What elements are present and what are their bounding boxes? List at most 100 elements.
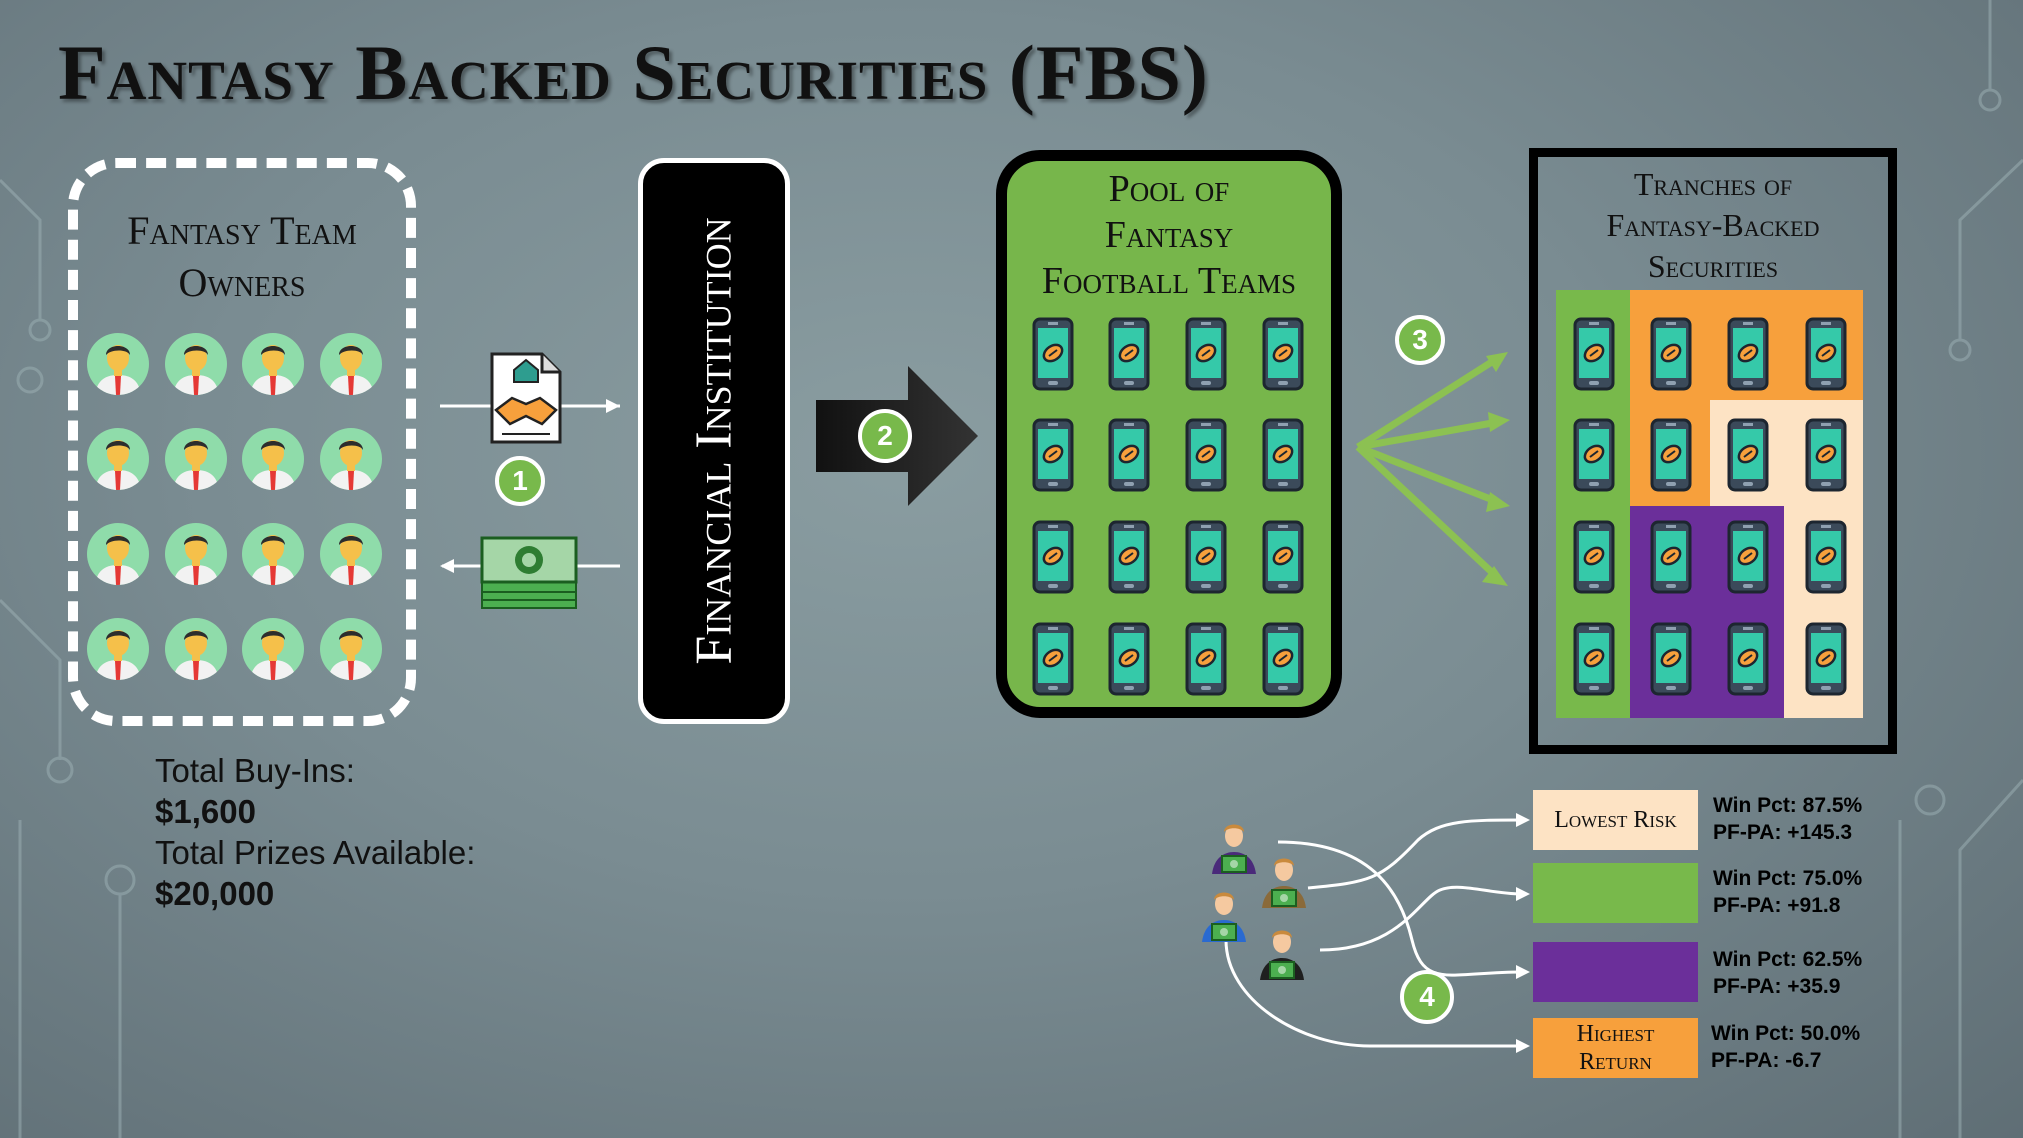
- team-phone-icon: [1727, 622, 1769, 696]
- owner-avatar-icon: [87, 523, 149, 585]
- team-phone-icon: [1573, 622, 1615, 696]
- owner-avatar-icon: [242, 428, 304, 490]
- team-phone-icon: [1805, 418, 1847, 492]
- owner-avatar-icon: [165, 523, 227, 585]
- team-phone-icon: [1185, 622, 1227, 696]
- team-phone-icon: [1805, 622, 1847, 696]
- investor-icon: [1258, 852, 1310, 913]
- owners-group-box: [68, 158, 416, 726]
- team-phone-icon: [1185, 520, 1227, 594]
- team-phone-icon: [1727, 317, 1769, 391]
- total-buyins-value: $1,600: [155, 793, 256, 830]
- step-3-arrows: [1355, 352, 1510, 586]
- financial-institution-label: Financial Institution: [685, 217, 743, 665]
- team-phone-icon: [1573, 418, 1615, 492]
- team-phone-icon: [1805, 317, 1847, 391]
- team-phone-icon: [1727, 520, 1769, 594]
- investor-icon: [1198, 886, 1250, 947]
- investor-flow-lines: [1224, 813, 1530, 1053]
- totals-block: Total Buy-Ins: $1,600 Total Prizes Avail…: [155, 750, 475, 914]
- tranche-stats-2: Win Pct: 75.0% PF-PA: +91.8: [1713, 865, 1862, 919]
- owner-avatar-icon: [320, 618, 382, 680]
- owner-avatar-icon: [242, 523, 304, 585]
- pool-title: Pool of Fantasy Football Teams: [996, 166, 1342, 304]
- owners-title-line1: Fantasy Team: [127, 208, 357, 253]
- team-phone-icon: [1032, 418, 1074, 492]
- owner-avatar-icon: [87, 618, 149, 680]
- team-phone-icon: [1108, 622, 1150, 696]
- tranche-stats-4: Win Pct: 50.0% PF-PA: -6.7: [1711, 1020, 1860, 1074]
- cash-stack-icon: [480, 536, 578, 609]
- team-phone-icon: [1262, 622, 1304, 696]
- tranche-swatch-mezzanine-b: [1533, 942, 1698, 1002]
- team-phone-icon: [1805, 520, 1847, 594]
- investor-icon: [1256, 924, 1308, 985]
- owner-avatar-icon: [320, 333, 382, 395]
- team-phone-icon: [1185, 317, 1227, 391]
- team-phone-icon: [1262, 520, 1304, 594]
- pf-pa: PF-PA: -6.7: [1711, 1049, 1822, 1072]
- win-pct: Win Pct: 87.5%: [1713, 794, 1863, 817]
- team-phone-icon: [1262, 418, 1304, 492]
- owner-avatar-icon: [165, 428, 227, 490]
- owners-title: Fantasy Team Owners: [68, 205, 416, 309]
- owner-avatar-icon: [320, 428, 382, 490]
- page-title: Fantasy Backed Securities (FBS): [58, 29, 1209, 116]
- owner-avatar-icon: [320, 523, 382, 585]
- tranche-label-lowest-risk: Lowest Risk: [1554, 807, 1677, 833]
- pf-pa: PF-PA: +35.9: [1713, 975, 1841, 998]
- tranche-stats-1: Win Pct: 87.5% PF-PA: +145.3: [1713, 792, 1862, 846]
- team-phone-icon: [1032, 520, 1074, 594]
- pool-title-line2: Fantasy: [1104, 214, 1234, 256]
- owner-avatar-icon: [242, 618, 304, 680]
- tranches-title: Tranches of Fantasy-Backed Securities: [1529, 164, 1897, 287]
- team-phone-icon: [1262, 317, 1304, 391]
- total-buyins-label: Total Buy-Ins:: [155, 752, 355, 789]
- financial-institution-box: [638, 158, 790, 724]
- owner-avatar-icon: [165, 618, 227, 680]
- contract-handshake-icon: [490, 352, 562, 444]
- win-pct: Win Pct: 75.0%: [1713, 867, 1863, 890]
- pf-pa: PF-PA: +91.8: [1713, 894, 1841, 917]
- pf-pa: PF-PA: +145.3: [1713, 821, 1853, 844]
- owner-avatar-icon: [242, 333, 304, 395]
- tranches-title-line1: Tranches of: [1633, 166, 1793, 202]
- tranches-title-line3: Securities: [1647, 248, 1779, 284]
- team-phone-icon: [1032, 317, 1074, 391]
- tranches-box: [1529, 148, 1897, 754]
- team-phone-icon: [1650, 520, 1692, 594]
- step-4-badge: 4: [1400, 970, 1454, 1024]
- team-phone-icon: [1108, 418, 1150, 492]
- win-pct: Win Pct: 62.5%: [1713, 948, 1863, 971]
- win-pct: Win Pct: 50.0%: [1711, 1022, 1861, 1045]
- team-phone-icon: [1650, 317, 1692, 391]
- tranche-swatch-lowest-risk: Lowest Risk: [1533, 790, 1698, 850]
- step-1-badge: 1: [495, 456, 545, 506]
- team-phone-icon: [1573, 520, 1615, 594]
- team-phone-icon: [1108, 317, 1150, 391]
- team-phone-icon: [1108, 520, 1150, 594]
- owner-avatar-icon: [87, 333, 149, 395]
- team-phone-icon: [1032, 622, 1074, 696]
- pool-title-line3: Football Teams: [1041, 260, 1297, 302]
- team-phone-icon: [1650, 418, 1692, 492]
- tranche-label-highest: Highest: [1576, 1021, 1655, 1047]
- team-phone-icon: [1650, 622, 1692, 696]
- step-2-badge: 2: [858, 409, 912, 463]
- team-phone-icon: [1727, 418, 1769, 492]
- team-phone-icon: [1185, 418, 1227, 492]
- step-3-badge: 3: [1395, 315, 1445, 365]
- tranche-swatch-mezzanine-a: [1533, 863, 1698, 923]
- tranche-stats-3: Win Pct: 62.5% PF-PA: +35.9: [1713, 946, 1862, 1000]
- owner-avatar-icon: [165, 333, 227, 395]
- tranche-swatch-highest-return: Highest Return: [1533, 1018, 1698, 1078]
- owner-avatar-icon: [87, 428, 149, 490]
- total-prizes-value: $20,000: [155, 875, 275, 912]
- total-prizes-label: Total Prizes Available:: [155, 834, 476, 871]
- team-phone-icon: [1573, 317, 1615, 391]
- pool-title-line1: Pool of: [1108, 168, 1230, 210]
- tranches-title-line2: Fantasy-Backed: [1606, 207, 1820, 243]
- owners-title-line2: Owners: [178, 260, 306, 305]
- investor-icon: [1208, 818, 1260, 879]
